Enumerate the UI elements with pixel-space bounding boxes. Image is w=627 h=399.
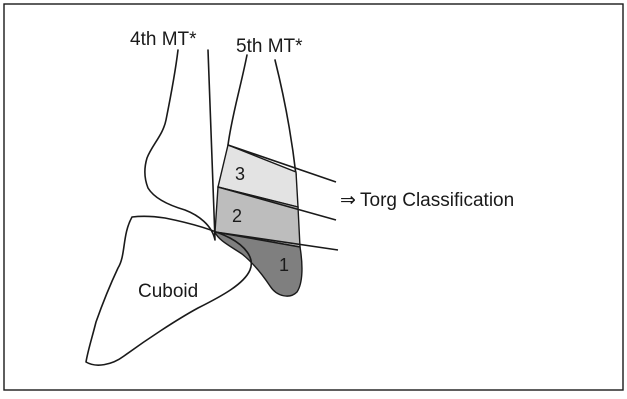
zone-1-number: 1	[279, 255, 289, 275]
fifth-metatarsal-label: 5th MT*	[236, 36, 303, 57]
fifth-metatarsal-medial-edge	[228, 55, 247, 145]
fifth-metatarsal-lateral-edge	[275, 60, 296, 175]
torg-classification-label: Torg Classification	[360, 190, 514, 211]
fourth-metatarsal-outline	[145, 50, 215, 240]
cuboid-label: Cuboid	[138, 281, 198, 302]
fourth-metatarsal-label: 4th MT*	[130, 29, 197, 50]
zone-2-number: 2	[232, 206, 242, 226]
torg-arrow: ⇒	[340, 190, 356, 211]
zone-3-number: 3	[235, 164, 245, 184]
figure-frame	[4, 4, 623, 390]
